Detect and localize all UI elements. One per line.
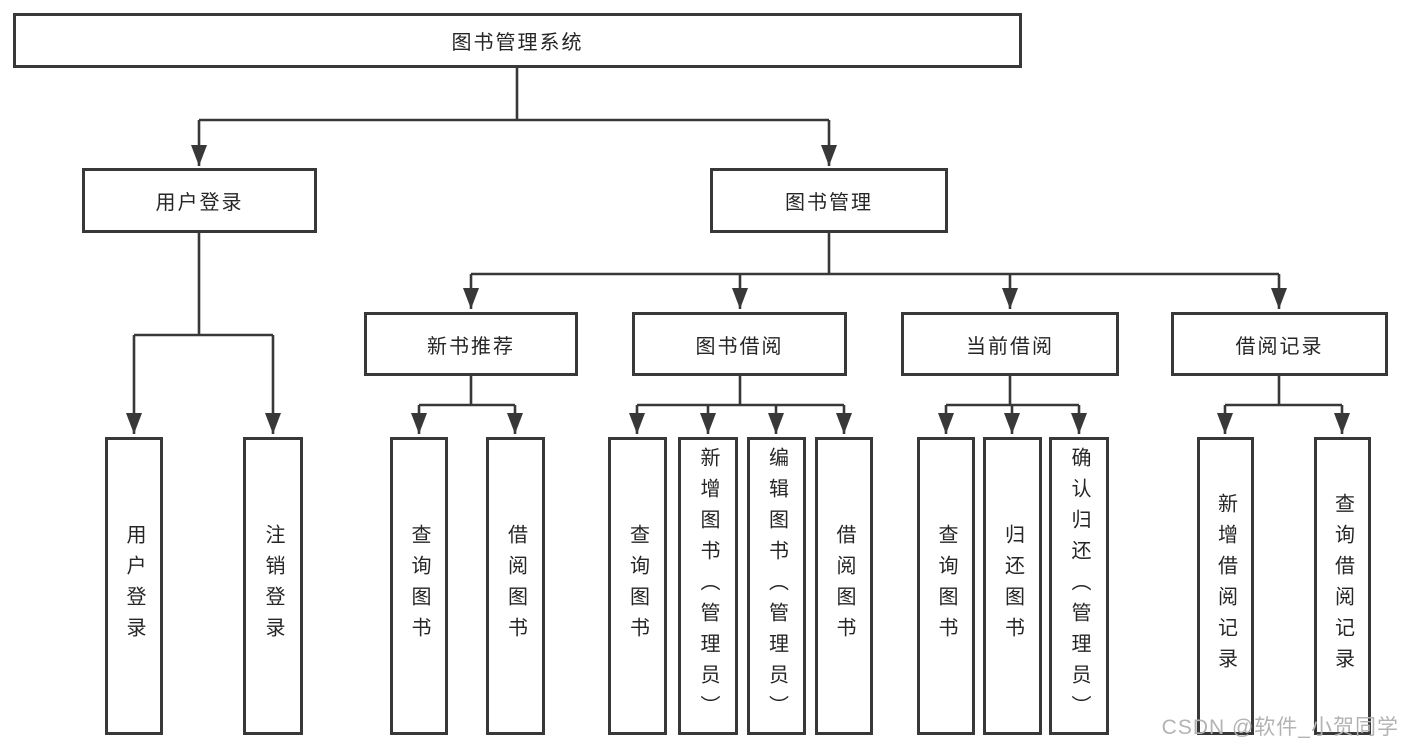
node-new-book-recommend-label: 新书推荐	[427, 335, 515, 358]
leaf-logout-label: 注销登录	[262, 524, 284, 648]
leaf-user-login: 用户登录	[105, 437, 163, 735]
leaf-current-query-books: 查询图书	[917, 437, 975, 735]
leaf-edit-books-admin-label: 编辑图书（管理员）	[765, 446, 788, 726]
leaf-return-books: 归还图书	[983, 437, 1042, 735]
leaf-recommend-borrow-books-label: 借阅图书	[504, 524, 527, 648]
leaf-current-query-books-label: 查询图书	[935, 524, 957, 648]
leaf-query-borrow-record-label: 查询借阅记录	[1331, 493, 1354, 679]
leaf-borrow-query-books: 查询图书	[608, 437, 667, 735]
node-book-management: 图书管理	[710, 168, 948, 233]
leaf-recommend-query-books: 查询图书	[390, 437, 448, 735]
node-book-management-label: 图书管理	[785, 192, 873, 214]
node-user-login-label: 用户登录	[155, 192, 244, 214]
connector-book-management	[471, 233, 1279, 276]
connector-new-book-recommend	[419, 376, 515, 407]
connector-user-login	[134, 233, 273, 337]
leaf-add-books-admin-label: 新增图书（管理员）	[697, 446, 719, 726]
node-new-book-recommend: 新书推荐	[364, 312, 578, 376]
node-root: 图书管理系统	[13, 13, 1022, 68]
leaf-recommend-query-books-label: 查询图书	[408, 524, 430, 648]
connector-root	[199, 68, 829, 122]
leaf-borrow-query-books-label: 查询图书	[626, 524, 649, 648]
connector-current-borrow	[946, 376, 1079, 407]
leaf-borrow-books: 借阅图书	[815, 437, 873, 735]
leaf-confirm-return-admin-label: 确认归还（管理员）	[1068, 446, 1090, 726]
node-book-borrow-label: 图书借阅	[695, 335, 784, 358]
leaf-add-books-admin: 新增图书（管理员）	[678, 437, 738, 735]
connector-book-borrow	[637, 376, 844, 407]
leaf-confirm-return-admin: 确认归还（管理员）	[1049, 437, 1109, 735]
leaf-logout: 注销登录	[243, 437, 303, 735]
leaf-query-borrow-record: 查询借阅记录	[1314, 437, 1371, 735]
node-user-login: 用户登录	[82, 168, 317, 233]
leaf-recommend-borrow-books: 借阅图书	[486, 437, 545, 735]
node-root-label: 图书管理系统	[451, 32, 584, 54]
leaf-borrow-books-label: 借阅图书	[833, 524, 855, 648]
leaf-user-login-label: 用户登录	[123, 524, 145, 648]
node-book-borrow: 图书借阅	[632, 312, 847, 376]
node-current-borrow: 当前借阅	[901, 312, 1119, 376]
leaf-add-borrow-record: 新增借阅记录	[1197, 437, 1254, 735]
node-borrow-records-label: 借阅记录	[1235, 335, 1324, 358]
connector-borrow-records	[1225, 376, 1342, 407]
node-borrow-records: 借阅记录	[1171, 312, 1388, 376]
leaf-return-books-label: 归还图书	[1001, 524, 1024, 648]
watermark: CSDN @软件_小贺同学	[1161, 716, 1399, 739]
leaf-edit-books-admin: 编辑图书（管理员）	[747, 437, 806, 735]
node-current-borrow-label: 当前借阅	[966, 335, 1054, 358]
leaf-add-borrow-record-label: 新增借阅记录	[1214, 493, 1237, 679]
